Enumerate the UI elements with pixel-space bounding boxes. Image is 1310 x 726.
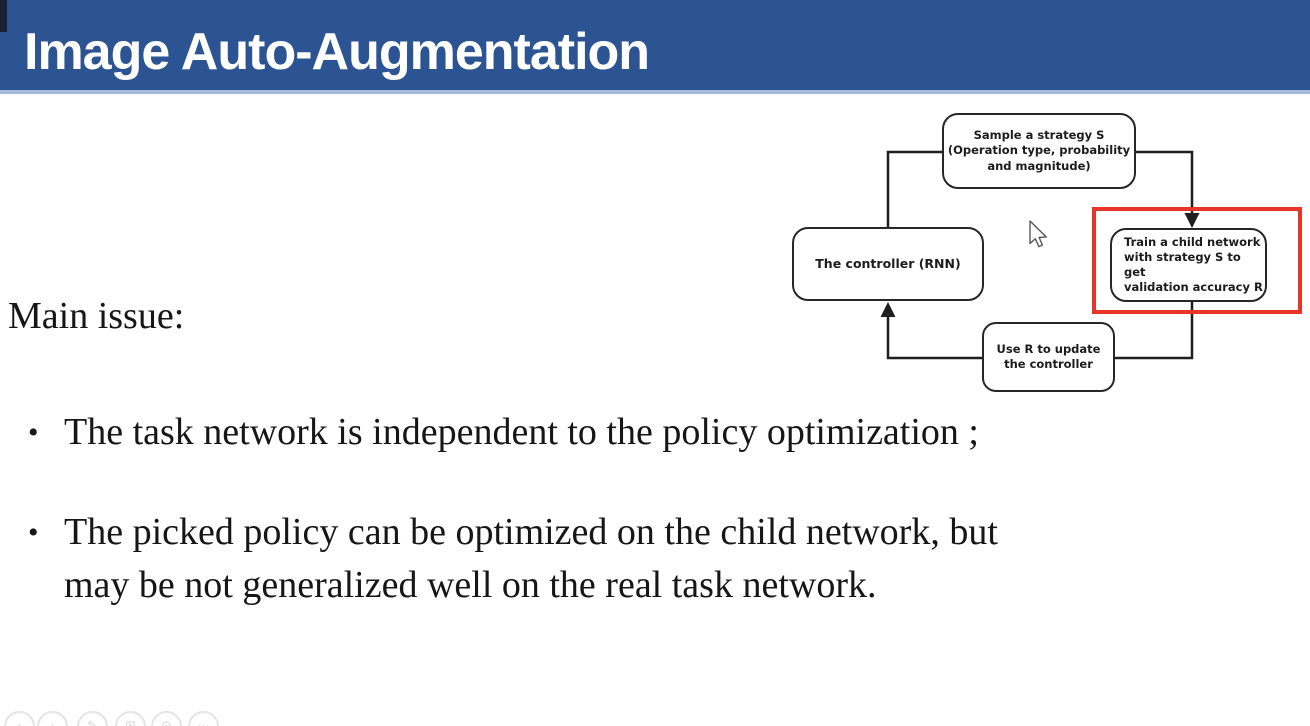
all-slides-icon: ⊞ [125,720,136,726]
slide-title: Image Auto-Augmentation [24,23,650,81]
bullet-line: The picked policy can be optimized on th… [64,511,998,553]
flowchart-box-sample-strategy: Sample a strategy S (Operation type, pro… [942,113,1136,189]
pen-icon: ✎ [87,720,98,726]
next-slide-icon: › [50,720,55,726]
highlight-rectangle [1092,207,1302,314]
box-line: and magnitude) [987,158,1091,173]
box-line: the controller [1004,357,1093,371]
main-issue-label: Main issue: [8,295,185,337]
bullet-dot: • [28,516,39,549]
box-line: (Operation type, probability [947,143,1131,158]
box-line: validation accuracy R [1124,280,1263,295]
bullet-item: • The picked policy can be optimized on … [28,506,998,612]
more-options-icon: ⋯ [197,720,210,726]
box-line: with strategy S to get [1124,249,1241,279]
flowchart-box-train-child-network: Train a child network with strategy S to… [1110,228,1267,302]
bullet-line: may be not generalized well on the real … [64,564,877,606]
bullet-line: The task network is independent to the p… [64,411,979,453]
bullet-dot: • [28,416,39,449]
zoom-icon: ⊙ [161,720,172,726]
box-line: The controller (RNN) [815,255,961,271]
mouse-cursor-icon [1029,220,1047,248]
box-line: Train a child network [1124,234,1261,249]
flowchart-box-update-controller: Use R to update the controller [982,322,1115,392]
box-line: Sample a strategy S [973,128,1105,143]
flowchart-box-controller: The controller (RNN) [792,227,984,301]
previous-slide-icon: ‹ [17,720,22,726]
slide-header-bar [0,0,1310,94]
bullet-item: • The task network is independent to the… [28,406,979,459]
box-line: Use R to update [996,341,1101,356]
corner-artifact [0,0,7,32]
